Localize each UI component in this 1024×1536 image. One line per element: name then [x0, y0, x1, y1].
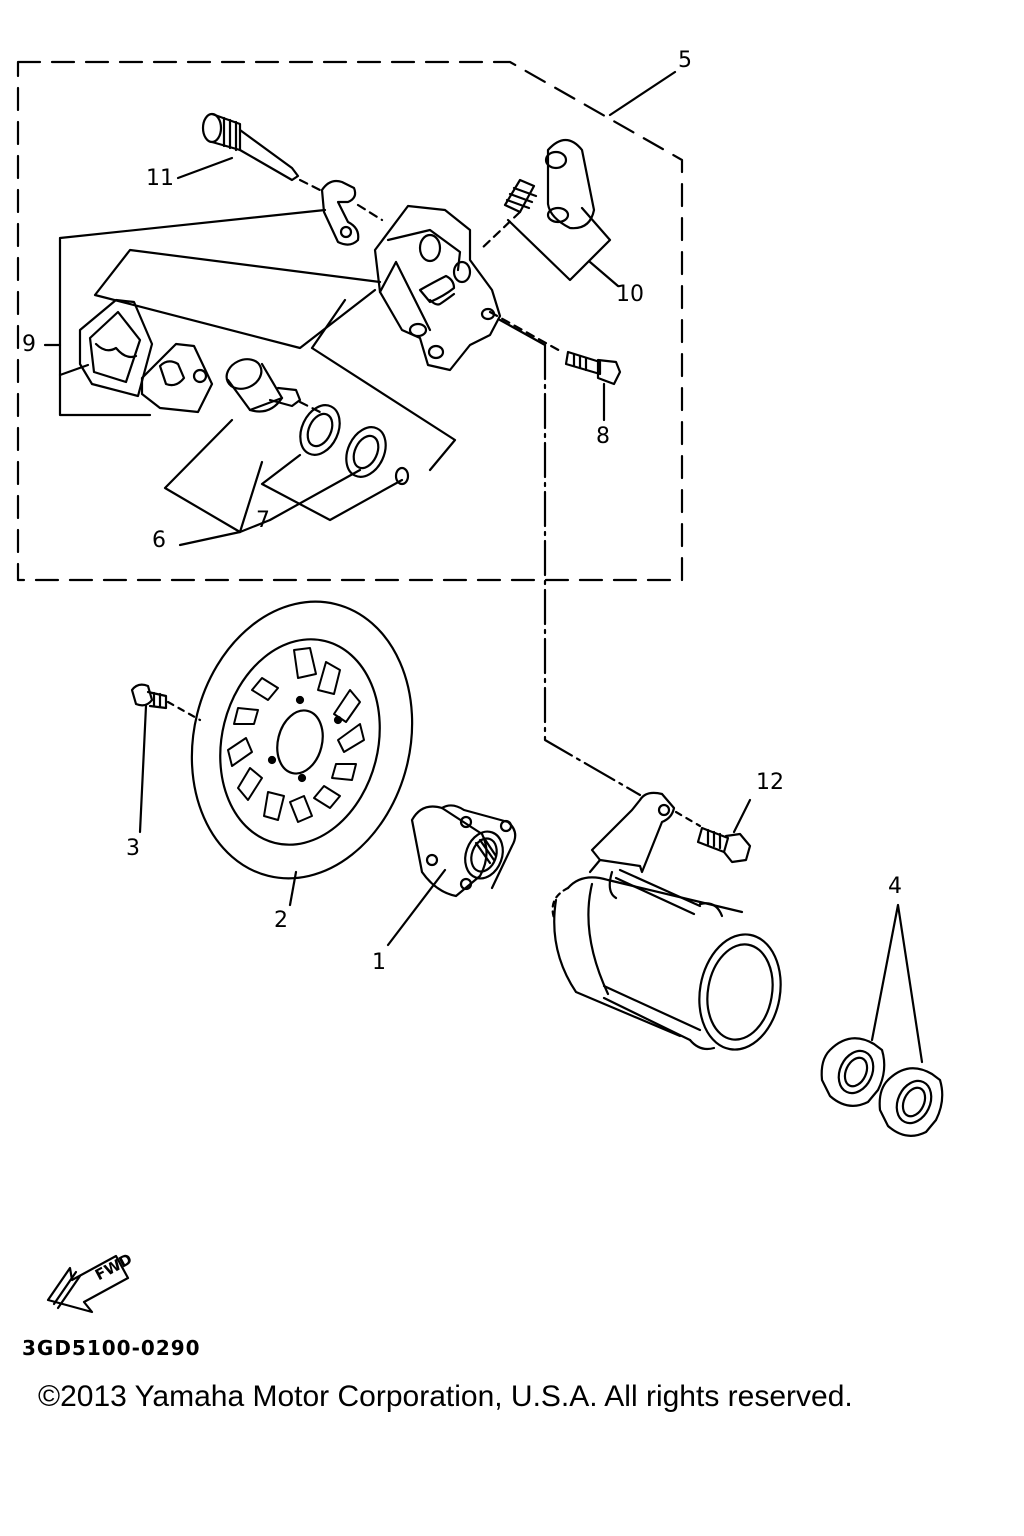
leader-7 — [238, 453, 404, 534]
caliper-bracket — [588, 791, 676, 874]
leader-9 — [43, 343, 90, 377]
copyright-notice: ©2013 Yamaha Motor Corporation, U.S.A. A… — [38, 1380, 853, 1413]
brake-disc — [190, 600, 414, 880]
leader-12 — [732, 798, 752, 834]
small-o-ring — [394, 466, 410, 486]
pad-retainer-clip — [320, 179, 360, 246]
callout-2: 2 — [274, 908, 288, 933]
callout-8: 8 — [596, 424, 610, 449]
guide-line-pads — [58, 208, 327, 417]
leader-4 — [870, 903, 924, 1064]
caliper-assembly-boundary — [16, 60, 684, 582]
callout-4: 4 — [888, 874, 902, 899]
piston-seal-7b — [345, 426, 387, 478]
bleed-cap-10 — [544, 138, 596, 230]
leader-10 — [506, 206, 620, 288]
callout-7: 7 — [256, 508, 270, 533]
callout-1: 1 — [372, 950, 386, 975]
guide-line-bracket — [543, 343, 642, 797]
brake-pad-inner — [140, 342, 214, 414]
callout-5: 5 — [678, 48, 692, 73]
disc-screw-3 — [130, 683, 168, 710]
leader-1 — [386, 868, 447, 947]
callout-11: 11 — [146, 166, 174, 191]
slide-pin-bolt-11 — [201, 112, 300, 182]
leader-2 — [288, 870, 298, 907]
bleed-screw-10 — [478, 178, 538, 252]
fwd-arrow-icon — [46, 1254, 130, 1314]
caliper-body — [373, 204, 502, 372]
lock-nut-4b — [878, 1067, 944, 1137]
diagram-code: 3GD5100-0290 — [22, 1336, 201, 1360]
callout-6: 6 — [152, 528, 166, 553]
piston-seal-7a — [299, 404, 341, 456]
leader-6a — [163, 418, 264, 534]
lock-nut-4a — [820, 1037, 886, 1107]
callout-3: 3 — [126, 836, 140, 861]
mounting-bolt-8 — [564, 350, 622, 386]
leader-5 — [608, 70, 677, 117]
hub-flange-1 — [410, 804, 517, 898]
leader-3 — [138, 704, 148, 834]
callout-12: 12 — [756, 770, 784, 795]
leader-11 — [176, 156, 234, 180]
caliper-piston — [225, 358, 302, 413]
callout-10: 10 — [616, 282, 644, 307]
leader-6 — [178, 530, 242, 547]
axle-sleeve — [551, 868, 782, 1051]
bracket-bolt-12 — [696, 826, 752, 864]
callout-9: 9 — [22, 332, 36, 357]
